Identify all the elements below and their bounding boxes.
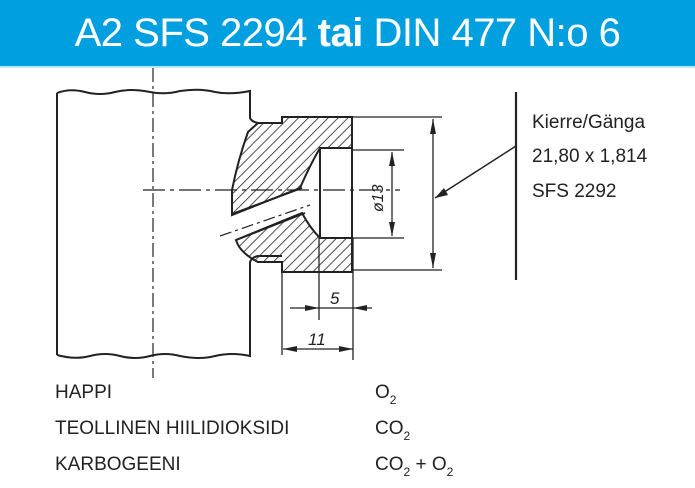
gas-name: TEOLLINEN HIILIDIOKSIDI xyxy=(55,418,290,439)
formula-subscript: 2 xyxy=(446,465,454,479)
valve-outlet-drawing: ø13 5 11 xyxy=(56,68,518,378)
gas-formula: O2 xyxy=(375,382,397,407)
bore xyxy=(319,147,353,239)
title-part-2: DIN 477 N:o 6 xyxy=(362,10,621,55)
valve-body-outline xyxy=(56,88,352,124)
formula-base: CO xyxy=(375,454,404,475)
gas-name: KARBOGEENI xyxy=(55,454,181,475)
header-divider xyxy=(0,66,695,68)
gas-name: HAPPI xyxy=(55,382,113,403)
dimension-5-label: 5 xyxy=(330,289,340,308)
formula-subscript: 2 xyxy=(389,393,397,407)
formula-plus: + xyxy=(410,454,432,475)
thread-label: Kierre/Gänga xyxy=(532,112,646,133)
formula-base: CO xyxy=(375,418,404,439)
formula-base: O xyxy=(375,382,390,403)
dimension-11-label: 11 xyxy=(308,330,326,349)
title-bold-word: tai xyxy=(317,10,364,55)
formula-subscript: 2 xyxy=(403,429,411,443)
bore-diameter-label: ø13 xyxy=(370,184,387,212)
gas-formula: CO2 xyxy=(375,418,411,443)
title-banner: A2 SFS 2294 tai DIN 477 N:o 6 xyxy=(0,0,695,66)
formula-base: O xyxy=(431,454,447,475)
thread-size: 21,80 x 1,814 xyxy=(532,146,648,167)
title-part-1: A2 SFS 2294 xyxy=(74,10,318,55)
thread-standard: SFS 2292 xyxy=(532,181,617,202)
formula-subscript: 2 xyxy=(403,465,411,479)
gas-formula: CO2 + O2 xyxy=(375,454,454,479)
